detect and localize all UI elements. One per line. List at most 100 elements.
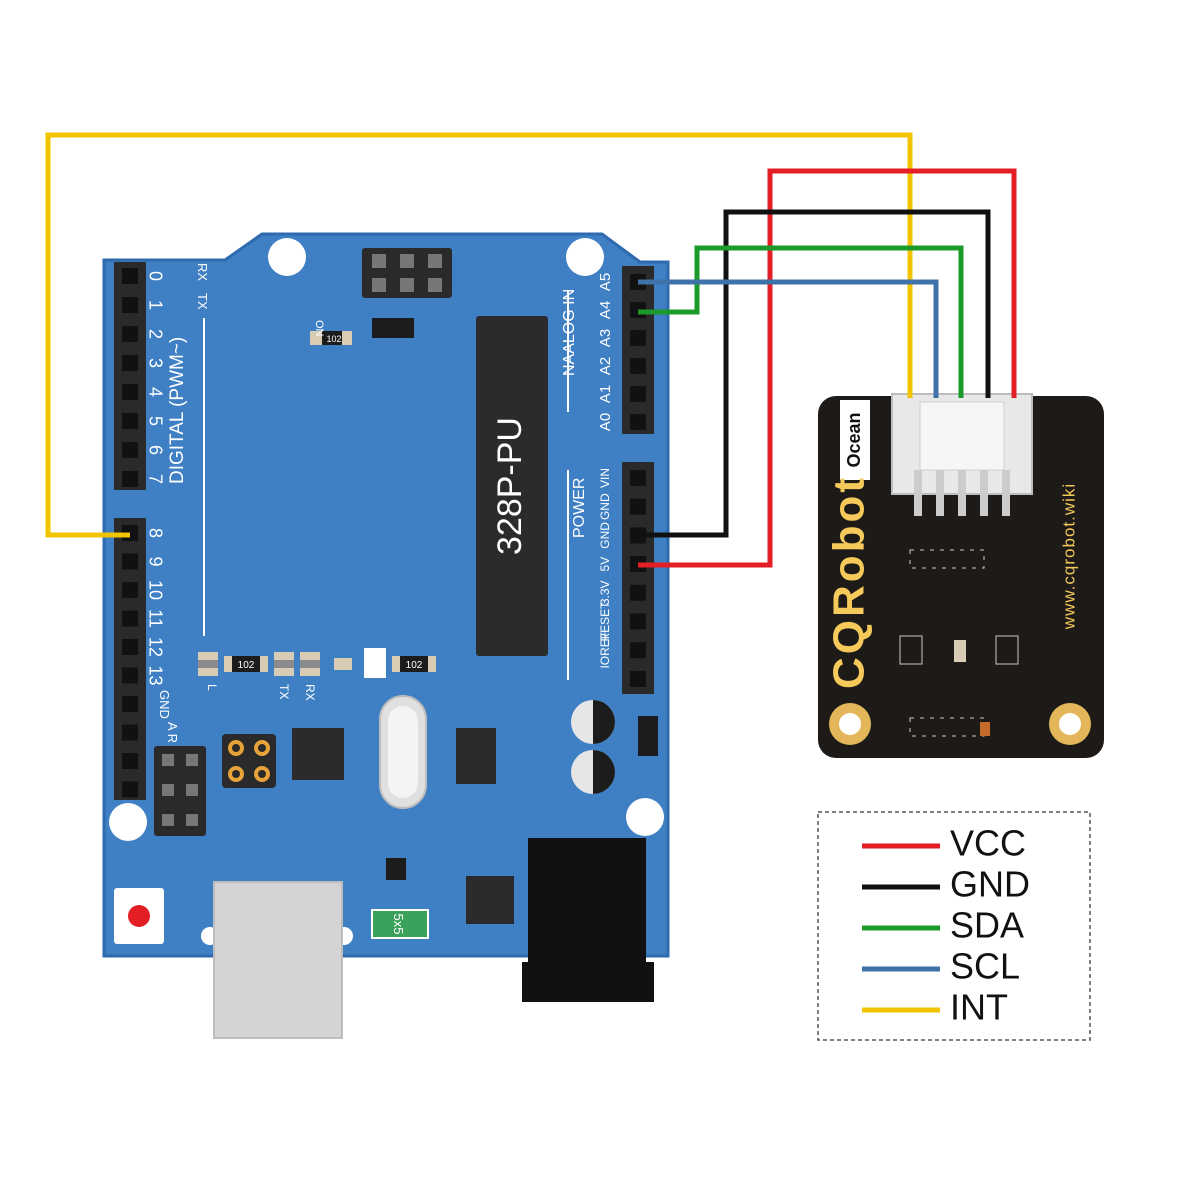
usb-controller-chip: [292, 728, 344, 780]
digital-pin-label: 1: [145, 300, 165, 310]
solder-pads: [222, 734, 276, 788]
header-pin-hole: [122, 753, 138, 769]
smd-component: [372, 318, 414, 338]
power-pin-label: GND: [598, 522, 612, 549]
analog-pin-label: A5: [597, 273, 614, 291]
wires: [45, 132, 1017, 568]
analog-pin-label: A4: [597, 301, 614, 319]
header-pin-hole: [630, 470, 646, 486]
status-leds: 102 102: [198, 648, 436, 678]
header-pin-hole: [122, 384, 138, 400]
tx-label: TX: [195, 293, 210, 310]
digital-pin-label: 9: [145, 556, 165, 566]
legend-label: VCC: [950, 823, 1026, 864]
on-label: ON: [313, 320, 325, 337]
voltage-regulator: [466, 876, 514, 924]
wire-int: [45, 132, 913, 538]
reset-button[interactable]: [114, 888, 164, 944]
header-pin-hole: [630, 386, 646, 402]
digital-pin-label: 11: [145, 609, 165, 628]
digital-pin-label: 12: [145, 637, 165, 657]
analog-pin-label: A2: [597, 357, 614, 375]
header-pin-hole: [122, 413, 138, 429]
digital-pin-label: 10: [145, 580, 165, 600]
rx-label: RX: [195, 263, 210, 281]
header-pin-hole: [630, 414, 646, 430]
header-pin-hole: [630, 613, 646, 630]
legend-label: GND: [950, 864, 1030, 905]
module-name: Ocean: [844, 412, 864, 467]
header-pin-hole: [122, 355, 138, 371]
header-pin-hole: [630, 584, 646, 601]
legend-label: SCL: [950, 946, 1020, 987]
module-url: www.cqrobot.wiki: [1059, 483, 1078, 630]
module-components: [899, 549, 1019, 737]
analog-pin-label: A0: [597, 413, 614, 431]
digital-pin-label: 0: [145, 271, 165, 281]
analog-header: [622, 266, 654, 434]
power-jack: [522, 838, 654, 1002]
led-rx-label: RX: [303, 684, 317, 701]
capacitors: [571, 700, 615, 794]
power-pin-label: 3.3V: [598, 580, 612, 605]
header-pin-hole: [630, 670, 646, 687]
fuse-label: 5x5: [391, 914, 406, 935]
module-brand: CQRobot: [825, 475, 874, 689]
mounting-hole: [268, 238, 306, 276]
header-pin-hole: [122, 724, 138, 741]
header-pin-hole: [630, 358, 646, 374]
header-pin-hole: [630, 330, 646, 346]
wire-scl: [638, 279, 939, 398]
led-tx-label: TX: [277, 684, 291, 699]
model-label-box: [840, 400, 870, 480]
wire-sda: [638, 245, 964, 398]
header-pin-hole: [122, 610, 138, 627]
digital-label: DIGITAL (PWM~): [167, 337, 188, 484]
resistor-label: 102: [326, 334, 341, 344]
icsp-header-bottom: [154, 746, 206, 836]
digital-header-upper: [114, 262, 146, 490]
transistor: [386, 858, 406, 880]
header-pin-hole: [122, 582, 138, 598]
diode: [638, 716, 658, 756]
header-pin-hole: [122, 442, 138, 458]
atmega-chip: [476, 316, 548, 656]
power-pin-label: RESET: [598, 601, 612, 642]
header-pin-hole: [630, 642, 646, 659]
resistor-label: 102: [406, 660, 423, 671]
header-pin-hole: [122, 268, 138, 284]
digital-pin-label: 3: [145, 358, 165, 368]
power-pin-label: GND: [598, 493, 612, 520]
power-pin-label: 5V: [598, 557, 612, 572]
mounting-hole: [109, 803, 147, 841]
power-pin-label: IOREF: [598, 632, 612, 669]
header-pin-hole: [122, 553, 138, 570]
digital-pin-label: 13: [145, 665, 165, 685]
icsp-header-top: [362, 248, 452, 298]
digital-header-lower: [114, 518, 146, 800]
header-pin-hole: [122, 639, 138, 655]
usb-port: [213, 881, 343, 1039]
header-pin-hole: [122, 297, 138, 313]
mounting-hole: [626, 798, 664, 836]
chip-label: 328P-PU: [491, 417, 529, 555]
cqrobot-module: Ocean CQRobot www.cqrobot.wiki: [818, 393, 1104, 758]
analog-label: NAALOG IN: [561, 289, 578, 376]
header-pin-hole: [122, 326, 138, 342]
gravity-connector: [891, 393, 1033, 516]
regulator-chip: [456, 728, 496, 784]
legend-label: INT: [950, 987, 1008, 1028]
header-pin-hole: [122, 781, 138, 798]
digital-pin-label: 4: [145, 387, 165, 397]
resistor-label: 102: [238, 660, 255, 671]
header-pin-hole: [122, 667, 138, 684]
header-pin-hole: [122, 471, 138, 487]
led-l-label: L: [205, 684, 219, 691]
header-pin-hole: [630, 498, 646, 515]
header-pin-hole: [122, 696, 138, 712]
wire-vcc: [638, 168, 1017, 568]
legend-label: SDA: [950, 905, 1024, 946]
